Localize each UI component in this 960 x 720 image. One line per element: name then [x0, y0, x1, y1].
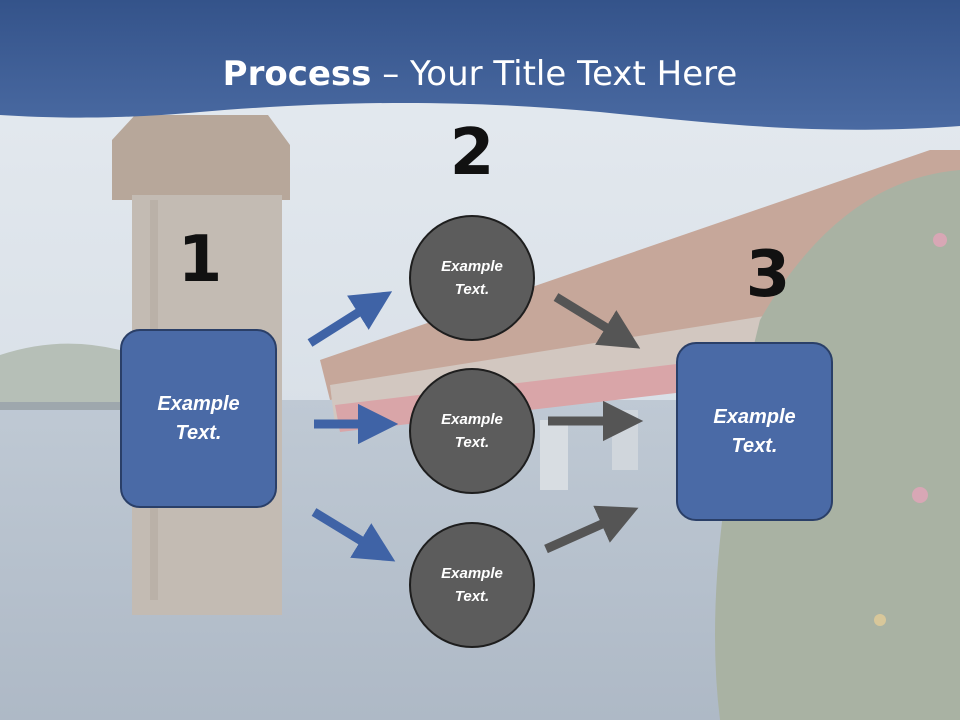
arrow-2c-to-3 [544, 505, 639, 554]
title-rest: Your Title Text Here [410, 54, 738, 94]
step-1-label: Example Text. [157, 392, 240, 444]
title-bold: Process [222, 54, 372, 94]
arrow-1-to-2c [311, 508, 396, 562]
header-band [0, 0, 960, 130]
step-3-box: Example Text. [676, 342, 833, 521]
slide-title: Process – Your Title Text Here [0, 52, 960, 96]
title-separator: – [371, 54, 411, 94]
circle-middle-label: Example Text. [441, 411, 503, 451]
arrow-2a-to-3 [553, 293, 641, 349]
step-2-circle-bottom: Example Text. [409, 522, 535, 648]
step-number-2: 2 [449, 116, 495, 190]
step-1-box: Example Text. [120, 329, 277, 508]
arrow-1-to-2a [307, 291, 393, 347]
step-number-3: 3 [745, 238, 791, 312]
step-2-circle-middle: Example Text. [409, 368, 535, 494]
circle-bottom-label: Example Text. [441, 565, 503, 605]
step-2-circle-top: Example Text. [409, 215, 535, 341]
step-3-label: Example Text. [713, 405, 796, 457]
circle-top-label: Example Text. [441, 258, 503, 298]
step-number-1: 1 [177, 223, 223, 297]
